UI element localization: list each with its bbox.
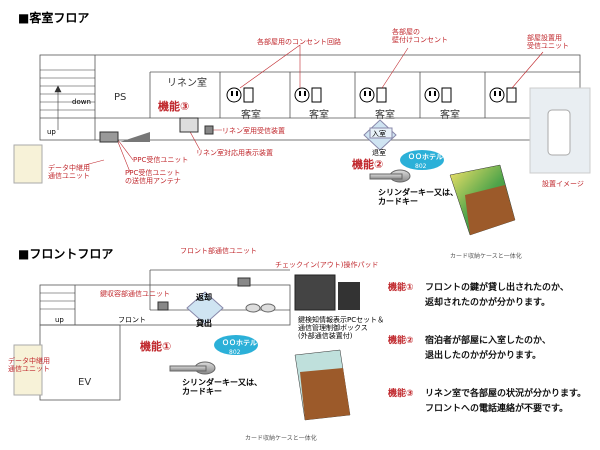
feature-2-line2: 退出したのかが分かります。: [425, 349, 541, 361]
lend-label: 貸出: [195, 318, 212, 328]
linen-receiver-label: リネン室用受信装置: [222, 126, 285, 135]
guestroom-floor-title: ■客室フロア: [18, 10, 89, 25]
down-label: down: [72, 98, 91, 106]
data-relay-device-2: [13, 344, 43, 396]
feature1-tag: 機能①: [140, 339, 171, 353]
feature-2-label: 機能②: [388, 334, 414, 346]
up-label: up: [47, 128, 56, 136]
feature-3: 機能③ リネン室で各部屋の状況が分かります。 フロントへの電話連絡が不要です。: [388, 387, 586, 414]
front-stair-icon: [40, 292, 75, 310]
key-storage-device: [157, 301, 169, 311]
guest-room-4: 客室: [440, 108, 460, 121]
ppc-antenna-label: PPC受信ユニットの送信用アンテナ: [125, 168, 181, 185]
enter-label: 入室: [372, 129, 386, 138]
front-floor-title: ■フロントフロア: [18, 247, 113, 261]
card-case-image-1: [449, 164, 516, 236]
feature3-tag: 機能③: [158, 99, 189, 113]
feature-1-label: 機能①: [388, 281, 414, 293]
card-case-image-2: [294, 349, 351, 421]
key-icon-1: [369, 150, 444, 183]
room-outlet-circuit-label: 各部屋用のコンセント回路: [257, 37, 341, 46]
linen-room-label: リネン室: [167, 76, 207, 89]
linen-receiver-device: [179, 117, 199, 133]
return-lend-indicator: [186, 291, 224, 325]
annotation-lines: [84, 44, 544, 173]
linen-display-label: リネン室対応用表示装置: [196, 148, 273, 157]
ps-label: PS: [114, 92, 126, 103]
hotel-name-2: ＯＯホテル: [222, 338, 257, 347]
data-relay-device-1: [13, 144, 43, 184]
feature-1-line1: フロントの鍵が貸し出されたのか、: [425, 281, 569, 293]
ppc-receiver-device: [99, 131, 119, 143]
pc-set-label: 鍵検知情報表示PCセット＆通信管理制御ボックス(外部通信装置付): [298, 315, 384, 340]
front-up-label: up: [55, 316, 64, 324]
card-case-label-2: カード収納ケースと一体化: [245, 434, 317, 442]
front-unit-label: フロント部通信ユニット: [180, 246, 257, 255]
guest-room-1: 客室: [241, 108, 261, 121]
ev-label: EV: [78, 377, 91, 388]
feature-3-line1: リネン室で各部屋の状況が分かります。: [425, 387, 586, 399]
feature-3-line2: フロントへの電話連絡が不要です。: [425, 402, 568, 414]
feature2-tag: 機能②: [352, 157, 383, 171]
feature-2-line1: 宿泊者が部屋に入室したのか、: [425, 334, 551, 346]
enter-exit-indicator: [363, 119, 397, 151]
feature-1: 機能① フロントの鍵が貸し出されたのか、 返却されたのかが分かります。: [388, 281, 569, 308]
feature-3-label: 機能③: [388, 387, 414, 399]
hotel-name-1: ＯＯホテル: [408, 152, 443, 161]
checkin-pad-label: チェックイン(アウト)操作パッド: [275, 260, 378, 269]
linen-display-device: [204, 125, 214, 135]
guest-room-2: 客室: [309, 108, 329, 121]
card-case-label-1: カード収納ケースと一体化: [450, 252, 522, 260]
feature-2: 機能② 宿泊者が部屋に入室したのか、 退出したのかが分かります。: [388, 334, 551, 361]
room-no-2: 802: [229, 349, 241, 356]
cylinder-key-label-1: シリンダーキー又は、カードキー: [378, 187, 458, 206]
checkin-pad-device: [245, 303, 276, 313]
ppc-antenna-device: [120, 132, 150, 142]
front-unit-device: [237, 277, 251, 287]
room-no-1: 802: [415, 163, 427, 170]
key-icon-2: [169, 335, 258, 375]
data-relay-label-2: データ中継用通信ユニット: [8, 356, 50, 373]
exit-label: 退室: [372, 148, 386, 157]
setup-image-label: 設置イメージ: [542, 179, 584, 188]
return-label: 返却: [196, 292, 212, 302]
room-receiver-label: 部屋設置用受信ユニット: [527, 33, 569, 50]
cylinder-key-label-2: シリンダーキー又は、カードキー: [182, 377, 262, 396]
key-storage-unit-label: 鍵収容部通信ユニット: [100, 289, 170, 298]
pc-set-icon: [294, 274, 360, 311]
feature-1-line2: 返却されたのかが分かります。: [425, 296, 550, 308]
front-label: フロント: [118, 316, 146, 324]
wall-outlet-label: 各部屋の壁付けコンセント: [392, 27, 448, 44]
room-outlet-icons: [226, 87, 517, 103]
data-relay-label-1: データ中継用通信ユニット: [48, 163, 90, 180]
stair-icon: [40, 69, 95, 130]
receiver-photo-icon: [547, 109, 571, 156]
ppc-receiver-label: PPC受信ユニット: [133, 155, 188, 164]
guest-room-3: 客室: [375, 108, 395, 121]
